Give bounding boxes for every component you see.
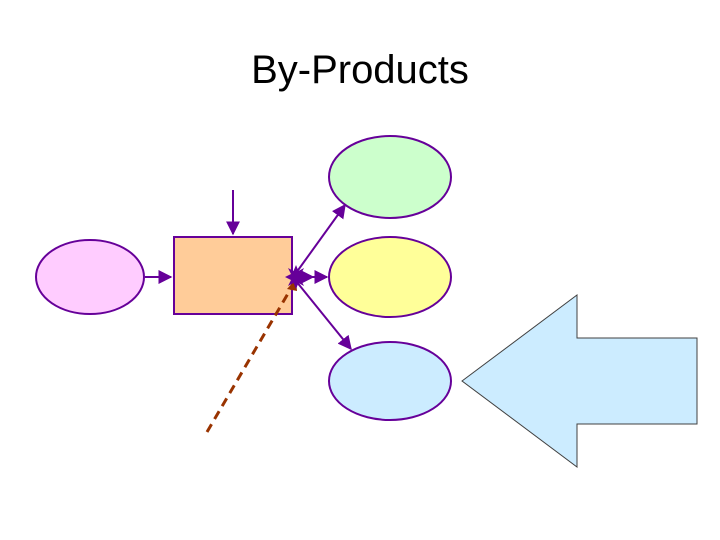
pointer-arrow <box>461 294 698 468</box>
junction-to-bottom-arrow <box>295 280 352 351</box>
output-top-ellipse <box>328 135 452 219</box>
output-middle-ellipse <box>328 236 452 318</box>
process-box <box>173 236 293 315</box>
dashed-line <box>205 284 295 433</box>
junction-to-top-arrow <box>295 203 346 274</box>
slide-title: By-Products <box>251 48 469 92</box>
junction-star <box>285 265 307 289</box>
output-bottom-ellipse <box>328 341 452 421</box>
input-ellipse <box>35 239 145 315</box>
